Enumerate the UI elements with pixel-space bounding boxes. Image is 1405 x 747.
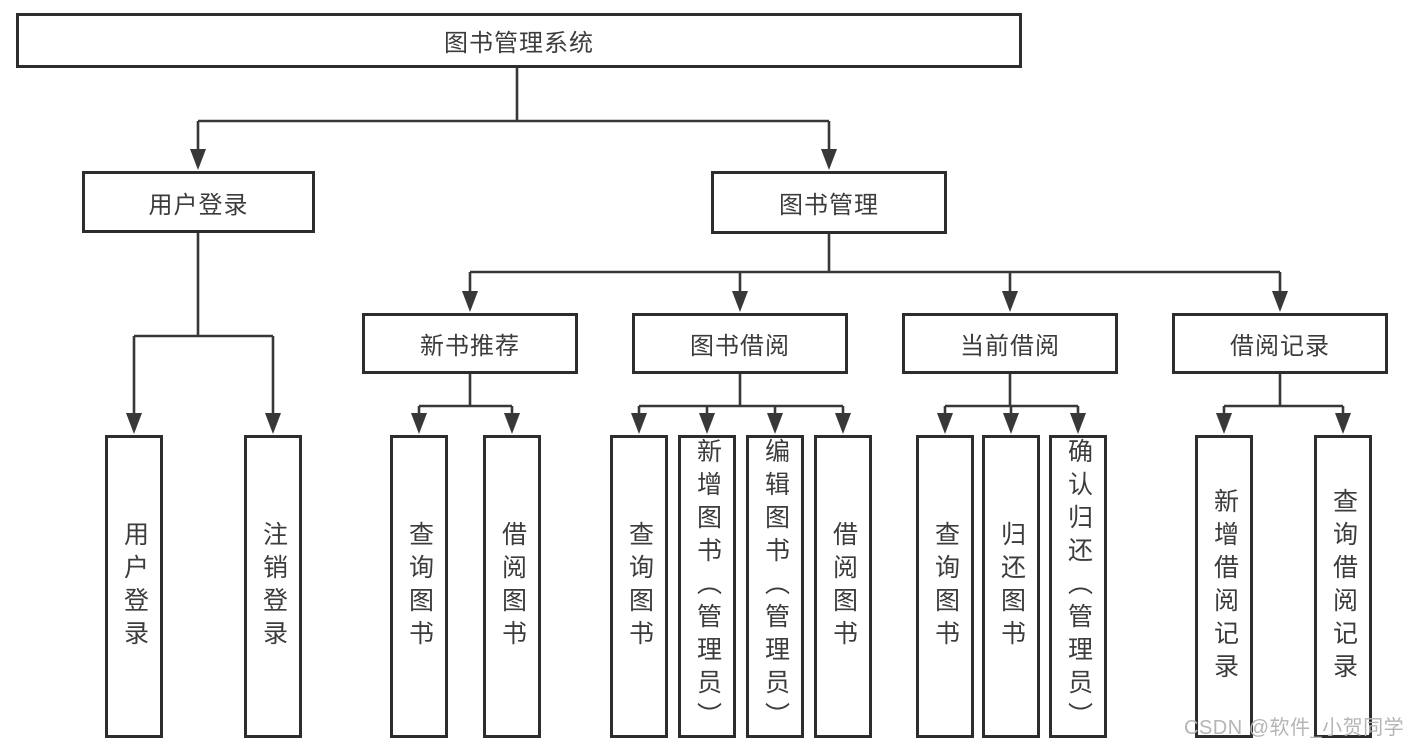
node-root: 图书管理系统 [16,13,1022,68]
node-borrowing-records: 借阅记录 [1172,313,1388,374]
leaf-add-books-admin: 新增图书（管理员） [678,435,736,738]
node-user-login: 用户登录 [82,171,315,233]
node-book-borrowing: 图书借阅 [632,313,848,374]
leaf-logout-login: 注销登录 [244,435,302,738]
leaf-user-login: 用户登录 [105,435,163,738]
leaf-add-borrow-record: 新增借阅记录 [1195,435,1253,738]
leaf-borrow-books-recommend: 借阅图书 [483,435,541,738]
leaf-query-books-borrowing: 查询图书 [610,435,668,738]
node-current-borrowing: 当前借阅 [902,313,1118,374]
leaf-query-books-recommend: 查询图书 [390,435,448,738]
leaf-query-books-current: 查询图书 [916,435,974,738]
node-new-book-recommend: 新书推荐 [362,313,578,374]
leaf-query-borrow-record: 查询借阅记录 [1314,435,1372,738]
node-book-management: 图书管理 [711,171,947,234]
csdn-watermark: CSDN @软件_小贺同学 [1184,717,1405,739]
leaf-edit-books-admin: 编辑图书（管理员） [746,435,804,738]
leaf-return-books: 归还图书 [982,435,1040,738]
leaf-confirm-return-admin: 确认归还（管理员） [1049,435,1107,738]
leaf-borrow-books-borrowing: 借阅图书 [814,435,872,738]
